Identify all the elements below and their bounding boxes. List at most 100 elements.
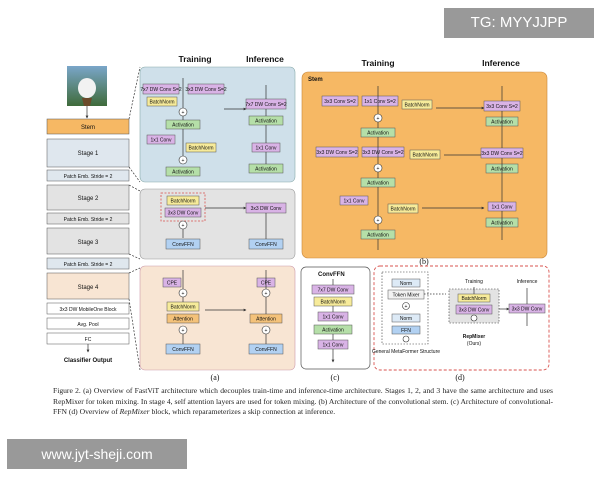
c-conv1b: 1x1 Conv [322,343,344,349]
d-ours: (Ours) [467,341,482,347]
c-conv1: 1x1 Conv [322,315,344,321]
training-header-a: Training [178,54,211,64]
svg-text:+: + [265,291,268,297]
a-bot-convffn-inf: ConvFFN [255,347,277,353]
svg-text:+: + [377,218,380,224]
b-r2-bn: BatchNorm [412,153,437,159]
a-act2-train: Activation [172,170,194,176]
a-bn2-train: BatchNorm [188,146,213,152]
stage2-block [46,184,130,211]
d-norm2: Norm [400,316,412,322]
a-conv3-train: 3x3 DW Conv S=2 [185,87,226,93]
b-act-1: Activation [367,131,389,137]
d-conv3-inf: 3x3 DW Conv [512,307,543,313]
b-title: Stem [308,77,323,83]
patch-emb-3-label: Patch Emb. Stride = 2 [64,262,113,268]
stage4-block [46,272,130,300]
classifier-output-label: Classifier Output [64,358,112,364]
a-bot-convffn: ConvFFN [172,347,194,353]
a-bot-attn: Attention [173,317,193,323]
b-r3-bn: BatchNorm [390,207,415,213]
patch-emb-1 [46,169,130,182]
watermark-top: TG: MYYJJPP [444,8,594,38]
avg-pool-block [46,317,130,330]
d-training: Training [465,279,483,285]
c-bn: BatchNorm [320,300,345,306]
a-bot-bn: BatchNorm [170,305,195,311]
watermark-bottom: www.jyt-sheji.com [7,439,187,469]
d-conv3: 3x3 DW Conv [459,308,490,314]
stage3-block [46,227,130,255]
svg-text:+: + [182,328,185,334]
d-ffn: FFN [401,328,411,334]
label-b: (b) [419,257,429,266]
b-r1-1x1: 1x1 Conv S=2 [364,99,396,105]
label-c: (c) [331,373,340,382]
connector-lines [128,66,141,371]
svg-text:+: + [265,328,268,334]
figure-canvas: .t { font-family:"Liberation Sans", sans… [46,54,550,382]
caption-repmixer: RepMixer [119,407,150,416]
d-inference: Inference [517,279,538,285]
bird-image [78,78,96,98]
panel-c-convffn: ConvFFN 7x7 DW Conv BatchNorm 1x1 Conv A… [300,266,371,370]
mobileone-label: 3x3 DW MobileOne Block [60,307,117,313]
b-inf-3: 1x1 Conv [491,205,513,211]
left-stack: Stem Stage 1 Patch Emb. Stride = 2 Stage… [46,66,130,364]
stem-label: Stem [81,125,95,131]
stage1-label: Stage 1 [78,151,99,157]
a-bot-attn-inf: Attention [256,317,276,323]
b-r2-3x3: 3x3 DW Conv S=2 [316,150,357,156]
d-repmixer: RepMixer [463,334,486,340]
stage2-label: Stage 2 [78,196,99,202]
caption-part-1: Figure 2. (a) Overview of FastViT archit… [53,386,553,416]
a-mid-convffn: ConvFFN [172,242,194,248]
panel-d-repmixer: Norm Token Mixer + Norm FFN General Meta… [372,265,550,371]
svg-text:+: + [182,158,185,164]
a-mid-conv3-inf: 3x3 DW Conv [251,206,282,212]
c-conv7: 7x7 DW Conv [318,288,349,294]
d-norm: Norm [400,281,412,287]
b-r1-3x3: 3x3 Conv S=2 [324,99,356,105]
panel-a-stage-bottom: CPE + BatchNorm Attention + ConvFFN CPE … [139,265,296,371]
b-act-3: Activation [367,233,389,239]
c-act: Activation [322,328,344,334]
a-act-inf: Activation [255,119,277,125]
label-d: (d) [455,373,465,382]
c-title: ConvFFN [318,272,345,278]
training-header-b: Training [361,58,394,68]
b-act-2: Activation [367,181,389,187]
a-conv7-inf: 7x7 DW Conv S=2 [245,102,286,108]
a-mid-bn: BatchNorm [170,199,195,205]
avg-pool-label: Avg. Pool [77,322,98,328]
a-act2-inf: Activation [255,167,277,173]
d-meta: General MetaFormer Structure [372,349,440,355]
patch-emb-2 [46,212,130,225]
patch-emb-1-label: Patch Emb. Stride = 2 [64,174,113,180]
svg-text:+: + [405,304,408,310]
panel-a-stage-top: 7x7 DW Conv S=2 3x3 DW Conv S=2 BatchNor… [139,66,296,183]
svg-text:+: + [182,291,185,297]
b-inf-1: 3x3 Conv S=2 [486,104,518,110]
inference-header-b: Inference [482,58,520,68]
b-inf-2: 3x3 DW Conv S=2 [481,151,522,157]
label-a: (a) [211,373,220,382]
stem-block [46,118,130,135]
panel-a-stage-mid: BatchNorm 3x3 DW Conv + ConvFFN 3x3 DW C… [139,188,296,260]
svg-text:+: + [377,116,380,122]
b-r3-1x1: 1x1 Conv [343,199,365,205]
patch-emb-2-label: Patch Emb. Stride = 2 [64,217,113,223]
b-r1-bn: BatchNorm [404,103,429,109]
a-bot-cpe: CPE [167,281,178,287]
stage4-label: Stage 4 [78,285,99,291]
a-mid-conv3: 3x3 DW Conv [168,211,199,217]
a-act-train: Activation [172,123,194,129]
a-conv1-train: 1x1 Conv [150,138,172,144]
inference-header-a: Inference [246,54,284,64]
patch-emb-3 [46,257,130,270]
figure-caption: Figure 2. (a) Overview of FastViT archit… [53,386,553,418]
a-conv7-train: 7x7 DW Conv S=2 [140,87,181,93]
a-conv1-inf: 1x1 Conv [255,146,277,152]
b-r2-3x3b: 3x3 DW Conv S=2 [362,150,403,156]
stage1-block [46,138,130,168]
